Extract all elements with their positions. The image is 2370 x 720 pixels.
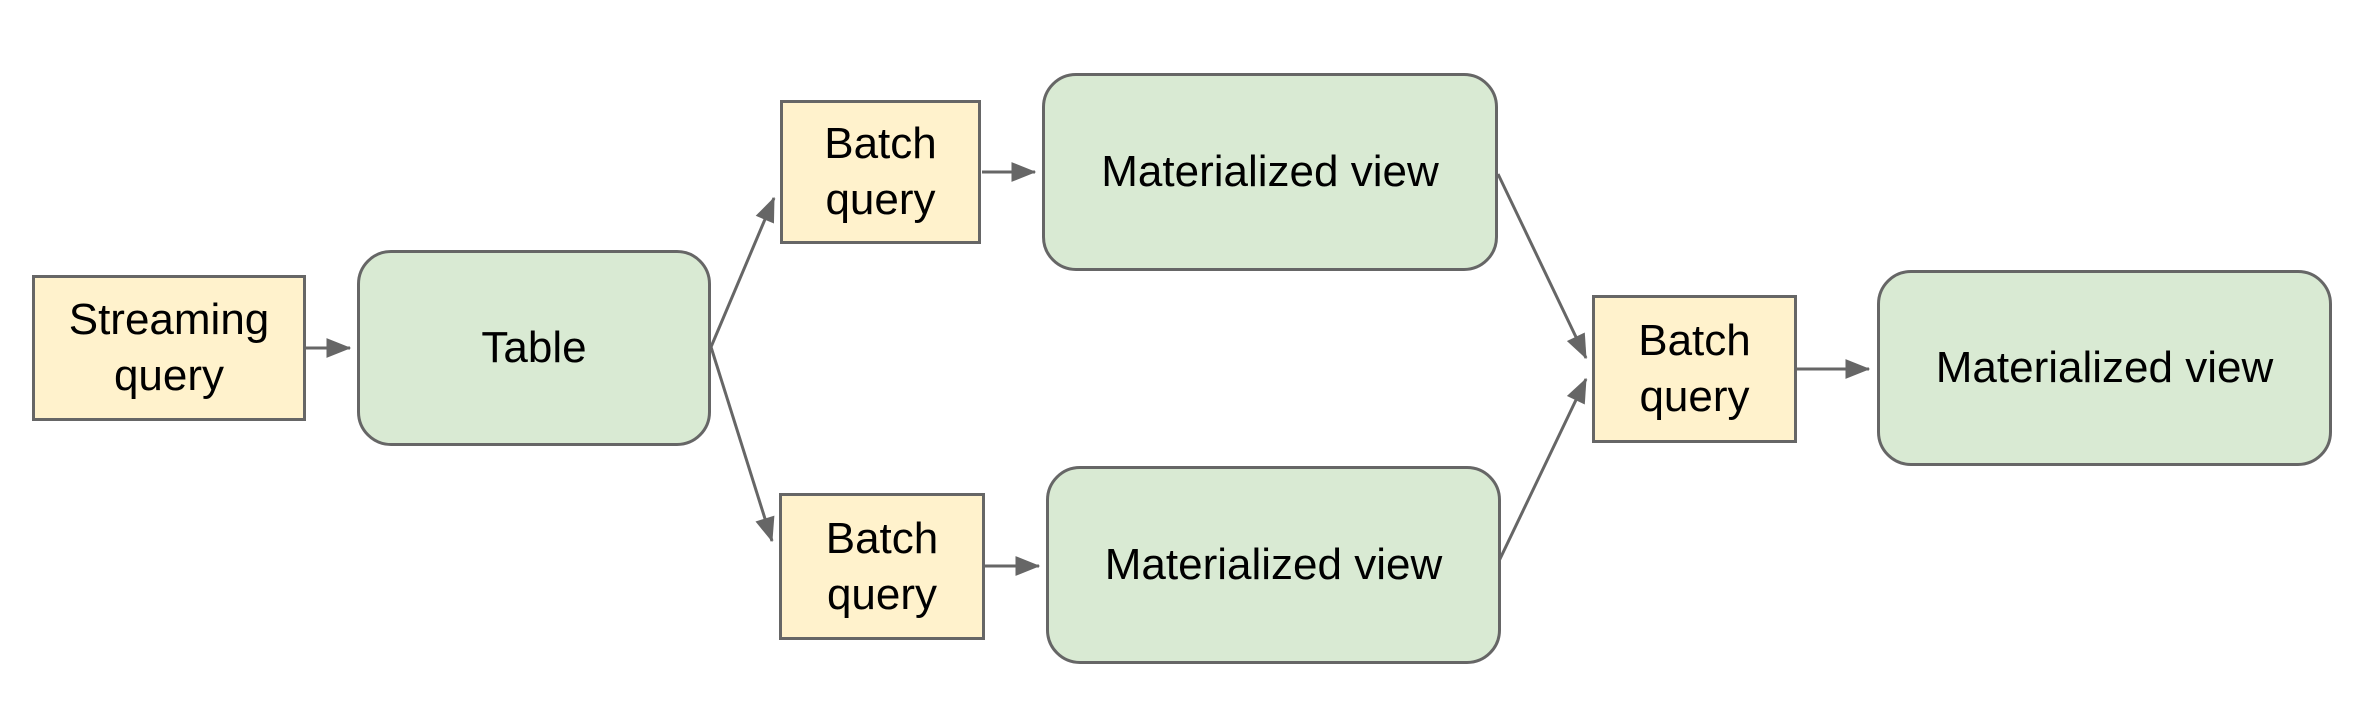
edge-materialized-view-top-to-batch-query-merge [1496,173,1588,360]
node-materialized-view-bottom: Materialized view [1046,466,1501,664]
node-materialized-view-final: Materialized view [1877,270,2332,466]
node-label: Batch query [824,119,937,224]
node-batch-query-bottom: Batch query [779,493,985,640]
node-materialized-view-top: Materialized view [1042,73,1498,271]
node-label: Materialized view [1101,147,1439,197]
node-label: Materialized view [1935,343,2274,393]
node-label: Table [481,323,587,373]
node-label: Batch query [825,513,939,619]
node-batch-query-merge: Batch query [1592,295,1797,443]
node-table: Table [357,250,711,446]
node-label: Streaming query [68,295,270,400]
node-label: Batch query [1638,316,1751,421]
edge-table-to-batch-query-top [709,196,776,348]
node-streaming-query: Streaming query [32,275,306,421]
edge-materialized-view-bottom-to-batch-query-merge [1497,377,1588,562]
node-batch-query-top: Batch query [780,100,981,244]
node-label: Materialized view [1104,540,1443,590]
edge-table-to-batch-query-bottom [709,346,775,543]
